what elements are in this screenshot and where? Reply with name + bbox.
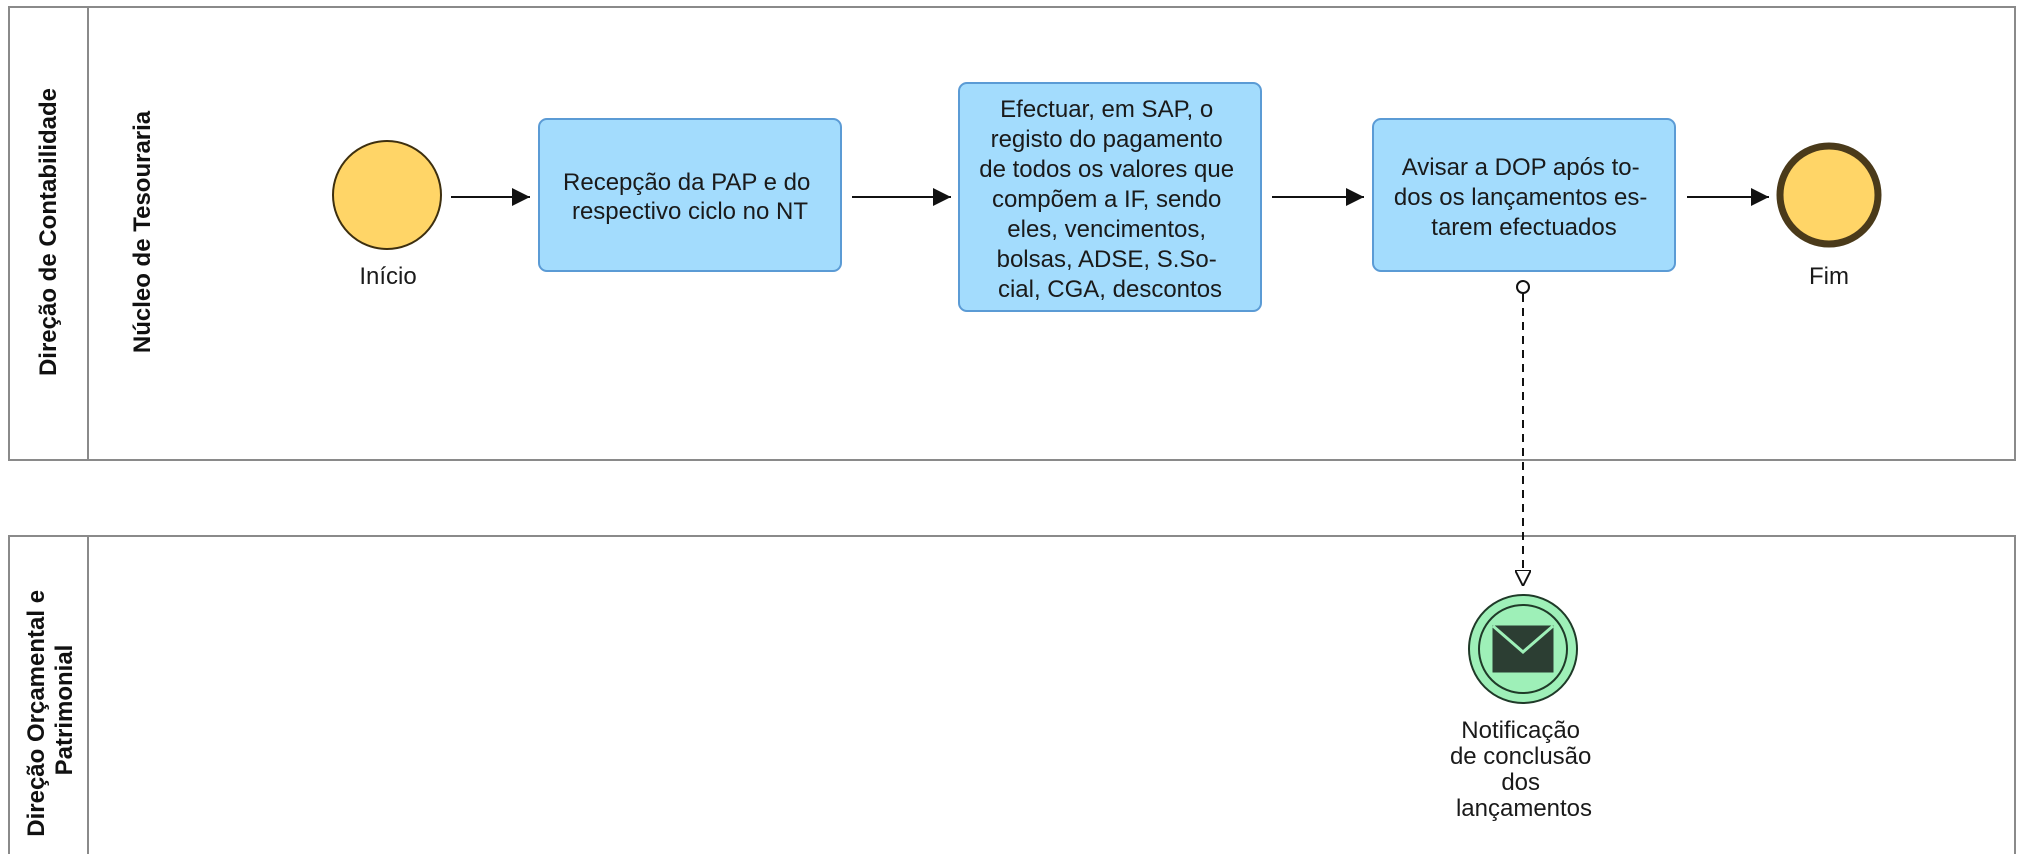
start-event-label: Início [359,263,416,290]
task-text-line: eles, vencimentos, [1007,216,1206,243]
pool-direcao-orcamental: Direção Orçamental e Patrimonial [8,535,2016,854]
end-event-label: Fim [1809,263,1849,290]
message-label-line: Notificação [1461,717,1580,744]
pool-title: Direção de Contabilidade [35,88,62,376]
message-label-line: lançamentos [1456,795,1592,822]
task-text: Efectuar, em SAP, o registo do pagamento… [979,96,1241,303]
task-efectuar-registo[interactable]: Efectuar, em SAP, o registo do pagamento… [958,82,1262,312]
task-text: Recepção da PAP e do respectivo ciclo no… [563,169,817,225]
message-flow [1517,280,1529,586]
task-text-line: de todos os valores que [979,156,1234,183]
task-text-line: tarem efectuados [1431,214,1616,241]
pool-title: Direção Orçamental e Patrimonial [23,583,78,836]
message-event-label: Notificação de conclusão dos lançamentos [1450,717,1598,822]
pool-title-line: Patrimonial [51,645,78,776]
task-text-line: dos os lançamentos es- [1394,184,1647,211]
task-text-line: Avisar a DOP após to- [1402,154,1640,181]
task-text-line: registo do pagamento [991,126,1223,153]
task-text-line: bolsas, ADSE, S.So- [997,246,1217,273]
task-text-line: compõem a IF, sendo [992,186,1221,213]
task-text-line: respectivo ciclo no NT [572,198,808,225]
envelope-icon [1492,624,1554,673]
end-event[interactable]: Fim [1776,142,1882,290]
pool-title-line: Direção Orçamental e [23,590,50,837]
message-label-line: de conclusão [1450,743,1591,770]
task-recepcao-pap[interactable]: Recepção da PAP e do respectivo ciclo no… [538,118,842,272]
task-text-line: cial, CGA, descontos [998,276,1222,303]
message-label-line: dos [1501,769,1540,796]
task-text-line: Efectuar, em SAP, o [1000,96,1213,123]
task-text-line: Recepção da PAP e do [563,169,810,196]
task-text: Avisar a DOP após to- dos os lançamentos… [1394,154,1654,241]
message-event[interactable]: Notificação de conclusão dos lançamentos [1450,594,1598,822]
start-event[interactable]: Início [332,140,442,290]
task-avisar-dop[interactable]: Avisar a DOP após to- dos os lançamentos… [1372,118,1676,272]
lane-title: Núcleo de Tesouraria [129,110,156,353]
